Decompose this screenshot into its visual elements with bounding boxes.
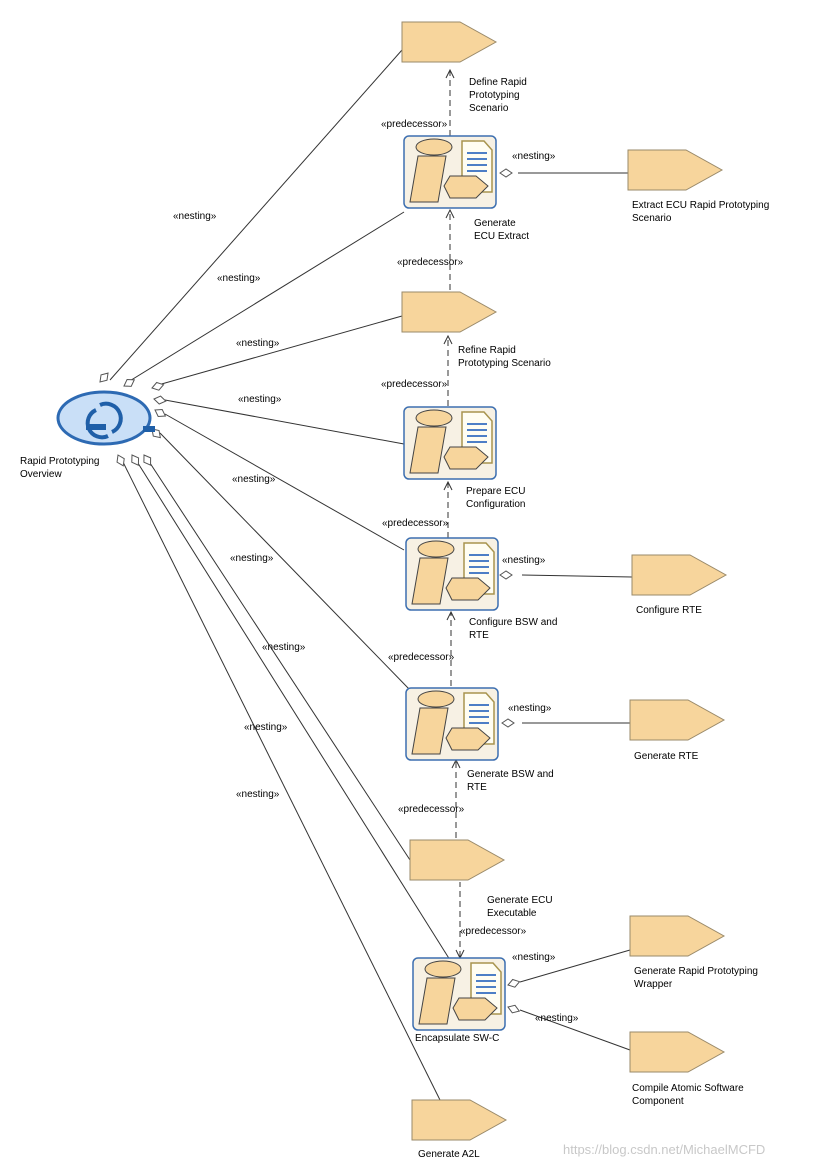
- nesting-label: «nesting»: [232, 474, 276, 485]
- node-label-generate-wrapper: Generate Rapid Prototyping Wrapper: [634, 966, 758, 990]
- node-label-encapsulate: Encapsulate SW-C: [415, 1033, 500, 1044]
- predecessor-label: «predecessor»: [381, 119, 448, 130]
- nesting-label: «nesting»: [244, 722, 288, 733]
- task-diamonds: [499, 168, 522, 1016]
- node-label-configure-bsw: Configure BSW and RTE: [469, 617, 558, 641]
- node-label-compile-atomic: Compile Atomic Software Component: [632, 1083, 744, 1107]
- work-product-refine-scenario[interactable]: [401, 291, 497, 333]
- right-nesting-connectors: [518, 172, 633, 1051]
- nesting-line-generate-a2l: [121, 459, 441, 1101]
- work-product-generate-a2l[interactable]: [411, 1099, 507, 1141]
- predecessor-label: «predecessor»: [397, 257, 464, 268]
- node-label-generate-ecu-exec: Generate ECU Executable: [487, 895, 553, 919]
- nesting-label: «nesting»: [502, 555, 546, 566]
- nesting-label: «nesting»: [262, 642, 306, 653]
- work-product-define-scenario[interactable]: [401, 21, 497, 63]
- task-encapsulate-swc[interactable]: [412, 957, 506, 1031]
- nesting-label: «nesting»: [236, 338, 280, 349]
- nesting-line-generate-ecu-exec: [147, 459, 411, 861]
- work-product-generate-ecu-exec[interactable]: [409, 839, 505, 881]
- predecessor-connectors: [447, 70, 461, 957]
- nesting-line-generate-ecu-extract: [127, 211, 405, 383]
- node-label-define-scenario: Define Rapid Prototyping Scenario: [469, 77, 527, 114]
- watermark: https://blog.csdn.net/MichaelMCFD: [563, 1142, 766, 1157]
- nesting-label: «nesting»: [512, 952, 556, 963]
- work-product-generate-rte[interactable]: [629, 699, 725, 741]
- node-label-generate-a2l: Generate A2L: [418, 1149, 480, 1160]
- nesting-label: «nesting»: [512, 151, 556, 162]
- predecessor-label: «predecessor»: [388, 652, 455, 663]
- nesting-line-prepare-config: [164, 399, 405, 445]
- nesting-line-refine-scenario: [157, 315, 403, 386]
- nesting-label: «nesting»: [217, 273, 261, 284]
- nesting-line-define-scenario: [109, 49, 403, 381]
- work-product-extract-scenario[interactable]: [627, 149, 723, 191]
- node-label-extract-scenario: Extract ECU Rapid Prototyping Scenario: [632, 200, 770, 224]
- nesting-label: «nesting»: [236, 789, 280, 800]
- nesting-label: «nesting»: [230, 553, 274, 564]
- node-label-generate-ecu-extract: Generate ECU Extract: [474, 218, 530, 242]
- nesting-connectors: [109, 49, 451, 1101]
- nesting-line-generate-bsw: [159, 432, 411, 691]
- nesting-label: «nesting»: [173, 211, 217, 222]
- predecessor-label: «predecessor»: [382, 518, 449, 529]
- work-product-compile-atomic[interactable]: [629, 1031, 725, 1073]
- nesting-line-configure-bsw: [164, 413, 405, 551]
- nesting-label: «nesting»: [535, 1013, 579, 1024]
- task-configure-bsw-rte[interactable]: [405, 537, 499, 611]
- nesting-line-encapsulate: [135, 459, 451, 961]
- task-generate-ecu-extract[interactable]: [403, 135, 497, 209]
- predecessor-label: «predecessor»: [460, 926, 527, 937]
- node-label-prepare-config: Prepare ECU Configuration: [466, 486, 526, 510]
- rapid-prototyping-overview-icon[interactable]: [56, 390, 155, 446]
- work-product-generate-wrapper[interactable]: [629, 915, 725, 957]
- nesting-label: «nesting»: [508, 703, 552, 714]
- node-label-generate-rte: Generate RTE: [634, 751, 699, 762]
- predecessor-label: «predecessor»: [381, 379, 448, 390]
- node-label-generate-bsw: Generate BSW and RTE: [467, 769, 554, 793]
- nesting-label: «nesting»: [238, 394, 282, 405]
- node-label-configure-rte: Configure RTE: [636, 605, 702, 616]
- task-prepare-ecu-config[interactable]: [403, 406, 497, 480]
- predecessor-label: «predecessor»: [398, 804, 465, 815]
- overview-label: Rapid Prototyping Overview: [20, 456, 100, 480]
- node-label-refine-scenario: Refine Rapid Prototyping Scenario: [458, 345, 551, 369]
- task-generate-bsw-rte[interactable]: [405, 687, 499, 761]
- work-product-configure-rte[interactable]: [631, 554, 727, 596]
